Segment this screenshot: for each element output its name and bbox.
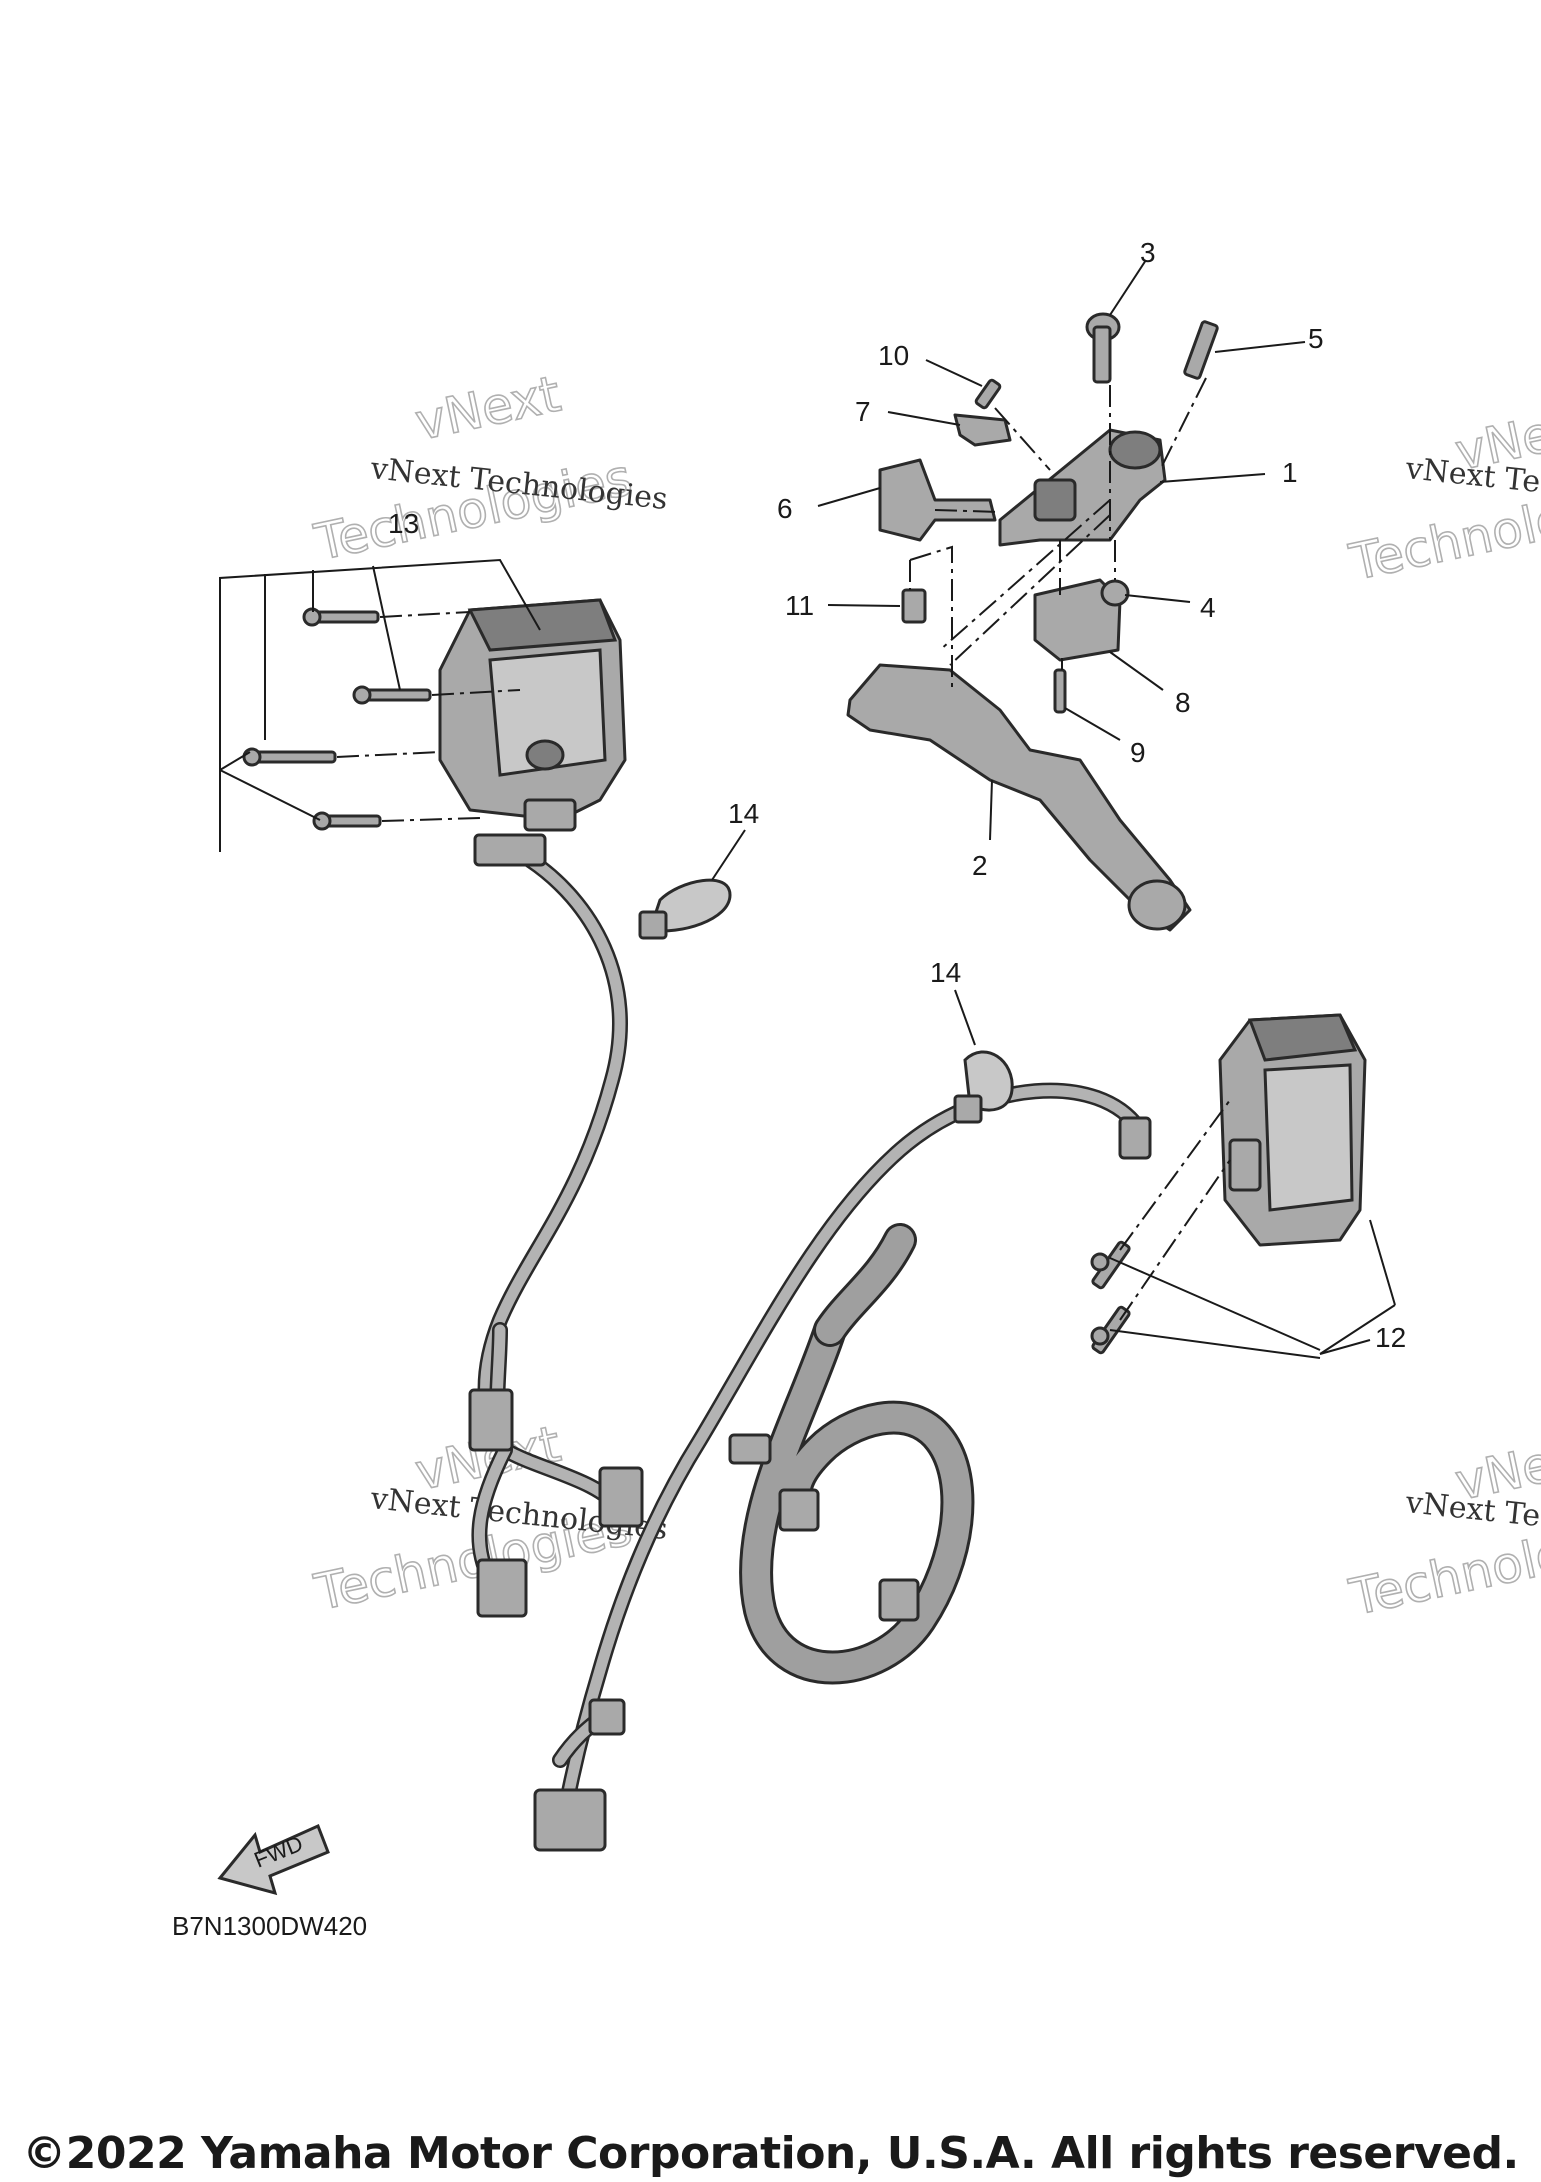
callout-label: 10: [878, 340, 909, 371]
connector: [468, 1388, 514, 1452]
callout-label: 4: [1200, 592, 1216, 623]
adjuster-knob: [878, 458, 997, 542]
clamp-clip: [728, 1433, 772, 1465]
screw-group-12: 12: [1090, 1099, 1406, 1359]
fwd-arrow-icon: [217, 1823, 330, 1896]
wiring-harness: [468, 852, 1148, 1852]
callout-label: 7: [855, 396, 871, 427]
callout-label: 14: [728, 798, 759, 829]
callout-label: 12: [1375, 1322, 1406, 1353]
watermark-group-top-left: vNext Technologies vNext Technologies: [309, 364, 670, 573]
right-handlebar-switch: [1118, 1013, 1367, 1247]
connector: [878, 1578, 920, 1622]
left-handlebar-switch: [438, 598, 627, 867]
copyright-notice: ©2022 Yamaha Motor Corporation, U.S.A. A…: [22, 2128, 1519, 2179]
connector: [598, 1466, 644, 1528]
callout-label: 1: [1282, 457, 1298, 488]
watermark-outline-top: vNext: [410, 365, 565, 452]
switch-screw: [1053, 668, 1067, 714]
diagram-code: B7N1300DW420: [172, 1911, 367, 1941]
watermark-group-top-right: vNext Technologies vNext Technologies: [1344, 394, 1541, 593]
screw: [974, 378, 1002, 410]
callout-13: 13: [219, 508, 541, 852]
callout-label: 11: [785, 590, 814, 621]
connector: [533, 1788, 607, 1852]
collar: [901, 588, 927, 624]
callout-label: 6: [777, 493, 793, 524]
clamp-bolt: [1183, 320, 1219, 380]
pivot-bolt: [1092, 325, 1112, 384]
connector: [778, 1488, 820, 1532]
collar: [1100, 579, 1130, 607]
connector: [476, 1558, 528, 1618]
clutch-lever-assembly: 3 5 10 7 1 6 11 4 8 9 2: [777, 237, 1324, 932]
screw-group-13: [242, 607, 521, 831]
callout-label: 14: [930, 957, 961, 988]
bracket: [953, 413, 1012, 447]
forward-arrow: FWD: [217, 1823, 330, 1896]
watermark-group-bottom-right: vNext Technologies vNext Technologies: [1344, 1424, 1541, 1628]
callout-label: 2: [972, 850, 988, 881]
callout-label: 9: [1130, 737, 1146, 768]
callout-label: 13: [388, 508, 419, 539]
clutch-switch: [1033, 578, 1122, 662]
callout-label: 5: [1308, 323, 1324, 354]
callout-label: 3: [1140, 237, 1156, 268]
harness-clamp-lower: 14: [930, 957, 1014, 1124]
connector: [588, 1698, 626, 1736]
callout-label: 8: [1175, 687, 1191, 718]
harness-clamp-upper: 14: [638, 798, 759, 940]
